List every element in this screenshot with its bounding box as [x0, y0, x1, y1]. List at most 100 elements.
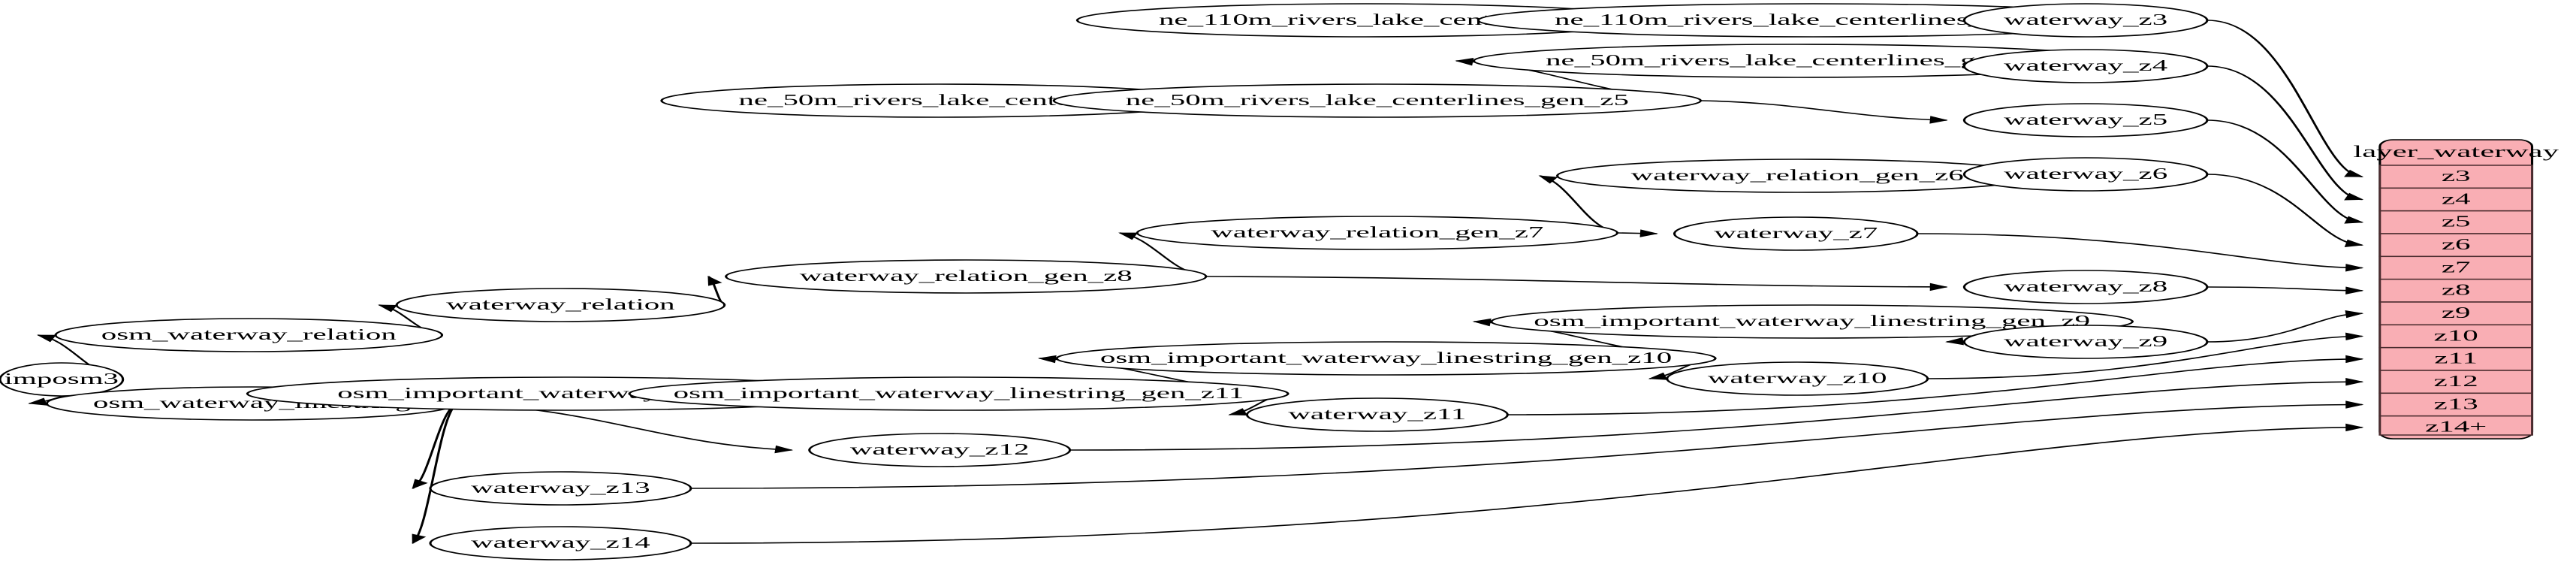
node-shape-waterway_z6 — [1962, 157, 2209, 192]
edge-arrowhead — [2345, 378, 2364, 386]
edge-arrowhead — [2345, 264, 2364, 272]
edge-arrowhead — [28, 397, 47, 406]
graph-node-waterway_z10[interactable]: waterway_z10 — [1666, 361, 1929, 396]
edge-arrowhead — [1944, 337, 1964, 346]
node-shape-waterway_z14 — [429, 526, 692, 560]
legend-row-z3[interactable] — [2378, 165, 2533, 189]
graph-node-osm_important_waterway_linestring_gen_z11[interactable]: osm_important_waterway_linestring_gen_z1… — [628, 376, 1290, 411]
graph-node-ne_50m_rivers_lake_centerlines_gen_z5[interactable]: ne_50m_rivers_lake_centerlines_gen_z5 — [1052, 83, 1703, 118]
edge-waterway_z5-to-legend-z5 — [2206, 119, 2363, 223]
edge-arrowhead — [1648, 372, 1668, 380]
node-shape-waterway_z13 — [429, 471, 692, 506]
graph-node-waterway_z11[interactable]: waterway_z11 — [1245, 397, 1509, 432]
legend-row-z9[interactable] — [2378, 301, 2533, 326]
edge-waterway_z13-to-legend-z13 — [690, 403, 2363, 489]
node-shape-waterway_z7 — [1673, 216, 1919, 251]
graph-node-osm_waterway_relation[interactable]: osm_waterway_relation — [54, 318, 444, 352]
graph-node-waterway_z5[interactable]: waterway_z5 — [1962, 103, 2209, 137]
edge-waterway_z3-to-legend-z3 — [2206, 20, 2363, 177]
edge-arrowhead — [412, 533, 427, 544]
node-shape-waterway_z10 — [1666, 361, 1929, 396]
legend-row-label-z11: z11 — [2434, 350, 2478, 367]
edge-arrowhead — [2344, 216, 2364, 224]
legend-row-z12[interactable] — [2378, 370, 2533, 394]
legend-row-z7[interactable] — [2378, 255, 2533, 280]
graph-node-waterway_z4[interactable]: waterway_z4 — [1962, 49, 2209, 83]
node-shape-ne_50m_rivers_lake_centerlines_gen_z5 — [1052, 83, 1703, 118]
node-shape-waterway_relation_gen_z7 — [1136, 216, 1619, 250]
legend-row-label-z7: z7 — [2442, 258, 2471, 276]
edge-arrowhead — [774, 445, 794, 454]
edge-arrowhead — [1228, 408, 1248, 416]
node-shape-osm_important_waterway_linestring_gen_z11 — [628, 376, 1290, 411]
legend-row-label-z8: z8 — [2442, 282, 2471, 299]
edge-arrowhead — [2344, 239, 2364, 247]
graph-node-waterway_relation_gen_z8[interactable]: waterway_relation_gen_z8 — [725, 259, 1208, 294]
edge-arrowhead — [1639, 229, 1659, 237]
graph-node-waterway_z8[interactable]: waterway_z8 — [1962, 270, 2209, 304]
legend-row-z6[interactable] — [2378, 233, 2533, 258]
legend-row-label-z5: z5 — [2442, 213, 2471, 231]
graph-node-waterway_relation[interactable]: waterway_relation — [395, 288, 726, 322]
edge-waterway_z10-to-legend-z10 — [1927, 335, 2363, 379]
edge-arrowhead — [1455, 57, 1474, 66]
edge-waterway_z6-to-legend-z6 — [2206, 174, 2363, 246]
legend-row-label-z14+: z14+ — [2425, 418, 2487, 436]
graph-node-waterway_z6[interactable]: waterway_z6 — [1962, 157, 2209, 192]
graph-node-imposm3[interactable]: imposm3 — [0, 362, 125, 397]
legend-row-z13[interactable] — [2378, 392, 2533, 417]
graph-node-osm_important_waterway_linestring_gen_z10[interactable]: osm_important_waterway_linestring_gen_z1… — [1055, 341, 1717, 376]
edge-arrowhead — [1929, 282, 1949, 292]
legend-row-label-z13: z13 — [2434, 395, 2478, 412]
edge-arrowhead — [2344, 192, 2364, 201]
legend-title: layer_waterway — [2353, 143, 2559, 161]
node-shape-waterway_z5 — [1962, 103, 2209, 137]
legend-row-z14+[interactable] — [2378, 415, 2533, 436]
edge-arrowhead — [1538, 175, 1558, 184]
legend-row-label-z10: z10 — [2434, 327, 2478, 344]
edge-waterway_z11-to-legend-z11 — [1507, 358, 2363, 415]
edge-arrowhead — [2345, 400, 2364, 409]
edge-waterway_z12-to-legend-z12 — [1069, 381, 2363, 451]
edge-waterway_z14-to-legend-z14+ — [690, 427, 2363, 544]
graph-node-waterway_relation_gen_z7[interactable]: waterway_relation_gen_z7 — [1136, 216, 1619, 250]
node-shape-waterway_z12 — [808, 433, 1072, 467]
node-shape-osm_waterway_relation — [54, 318, 444, 352]
legend-row-z5[interactable] — [2378, 210, 2533, 234]
edge-waterway_z4-to-legend-z4 — [2206, 65, 2363, 201]
node-shape-osm_important_waterway_linestring_gen_z9 — [1490, 304, 2134, 339]
node-shape-waterway_z8 — [1962, 270, 2209, 304]
graph-node-waterway_z13[interactable]: waterway_z13 — [429, 471, 692, 506]
legend-row-label-z6: z6 — [2442, 236, 2471, 253]
legend-row-label-z3: z3 — [2442, 168, 2471, 185]
legend-row-z11[interactable] — [2378, 346, 2533, 371]
node-shape-waterway_z11 — [1245, 397, 1509, 432]
nodes-layer: imposm3osm_waterway_relationosm_waterway… — [0, 3, 2209, 560]
graph-node-waterway_z14[interactable]: waterway_z14 — [429, 526, 692, 560]
node-shape-waterway_z3 — [1962, 3, 2209, 38]
graph-node-waterway_z9[interactable]: waterway_z9 — [1962, 325, 2209, 359]
edge-arrowhead — [1037, 355, 1057, 364]
edge-arrowhead — [1118, 232, 1139, 240]
edge-arrowhead — [1472, 318, 1492, 327]
edge-osm_waterway_linestring-to-waterway_z14 — [412, 403, 458, 544]
graph-node-waterway_z7[interactable]: waterway_z7 — [1673, 216, 1919, 251]
graph-node-waterway_z12[interactable]: waterway_z12 — [808, 433, 1072, 467]
node-shape-waterway_z9 — [1962, 325, 2209, 359]
edge-arrowhead — [2345, 355, 2364, 364]
edge-arrowhead — [1929, 116, 1949, 124]
edge-arrowhead — [2345, 423, 2364, 432]
edge-arrowhead — [412, 479, 428, 489]
node-shape-waterway_relation — [395, 288, 726, 322]
legend-row-label-z9: z9 — [2442, 304, 2471, 322]
legend-row-label-z4: z4 — [2442, 190, 2471, 207]
edge-ne_50m_rivers_lake_centerlines_gen_z5-to-waterway_z5 — [1700, 100, 1947, 121]
node-shape-waterway_relation_gen_z8 — [725, 259, 1208, 294]
node-shape-waterway_z4 — [1962, 49, 2209, 83]
graph-node-waterway_z3[interactable]: waterway_z3 — [1962, 3, 2209, 38]
legend-row-label-z12: z12 — [2434, 373, 2478, 390]
edge-arrowhead — [707, 276, 722, 286]
edge-arrowhead — [2345, 310, 2364, 319]
